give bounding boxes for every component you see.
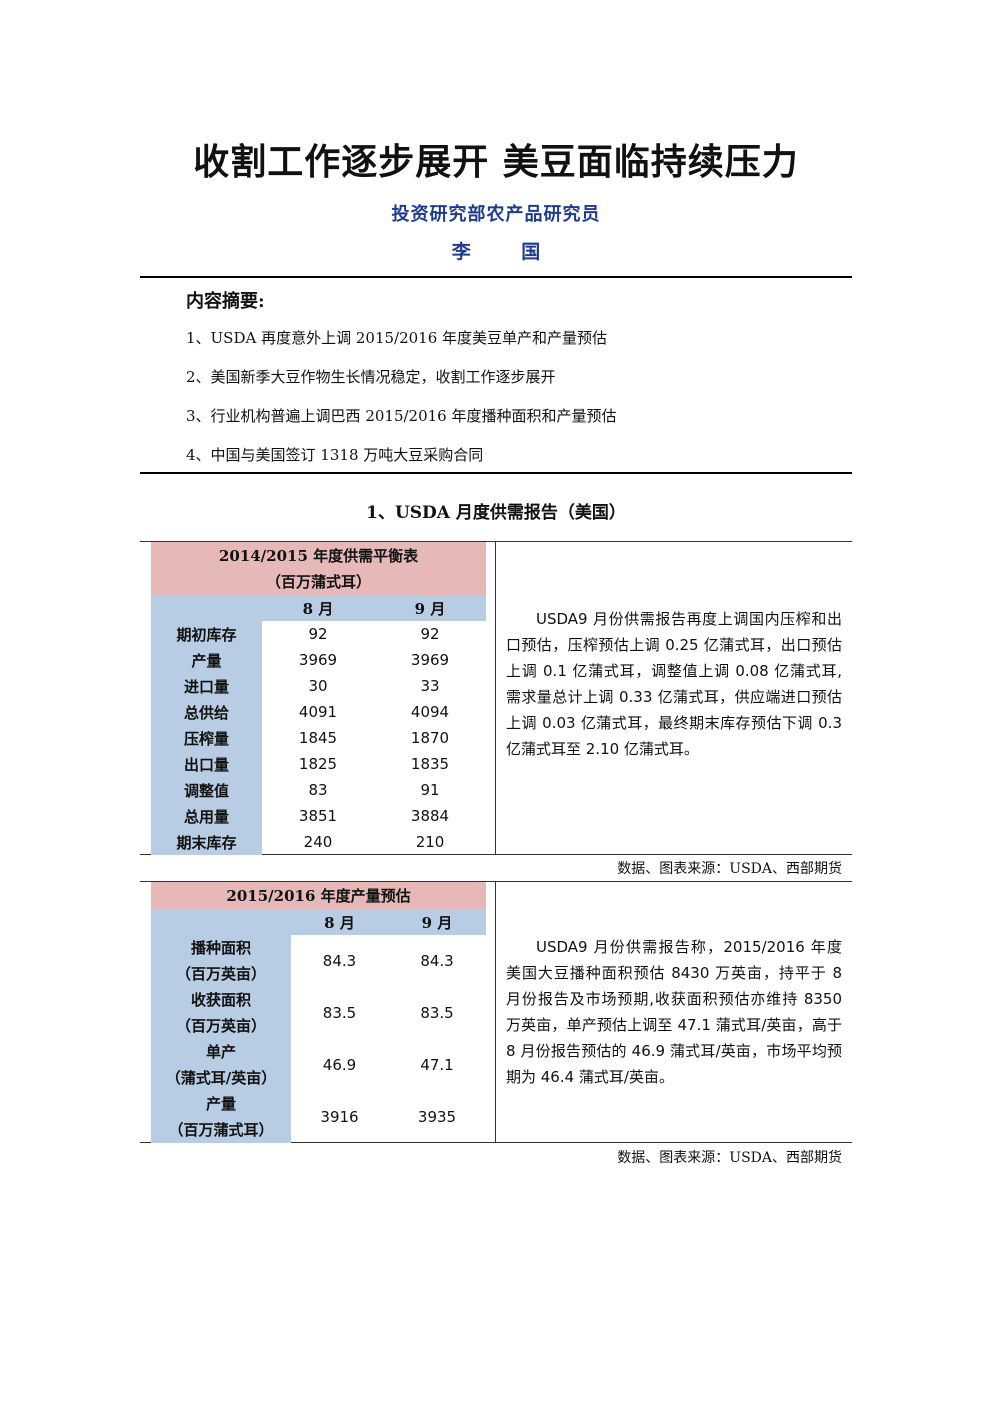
cell-aug: 46.9 <box>322 1056 357 1074</box>
abstract-heading: 内容摘要: <box>186 291 265 312</box>
abstract-item: 3、行业机构普遍上调巴西 2015/2016 年度播种面积和产量预估 <box>186 407 617 425</box>
row-label: 产量 <box>151 647 262 673</box>
table1-header-blank <box>151 595 262 621</box>
abstract-item: 4、中国与美国签订 1318 万吨大豆采购合同 <box>186 446 484 464</box>
abstract-item: 2、美国新季大豆作物生长情况稳定，收割工作逐步展开 <box>186 368 556 386</box>
production-forecast-table: 2015/2016 年度产量预估 8 月 9 月 播种面积 （百万英亩） 84.… <box>151 882 487 1143</box>
cell-sep: 1870 <box>410 729 450 747</box>
cell-aug: 240 <box>303 833 333 851</box>
cell-sep: 1835 <box>410 755 450 773</box>
row-label: 总供给 <box>151 699 262 725</box>
table-row: 调整值 83 91 <box>151 777 486 803</box>
cell-sep: 210 <box>415 833 445 851</box>
table1-title: 2014/2015 年度供需平衡表 <box>151 542 487 568</box>
table-row: 压榨量 1845 1870 <box>151 725 486 751</box>
divider-bottom <box>140 472 852 474</box>
abstract-item: 1、USDA 再度意外上调 2015/2016 年度美豆单产和产量预估 <box>186 329 608 347</box>
cell-sep: 3935 <box>417 1108 457 1126</box>
cell-sep: 33 <box>420 677 440 695</box>
table-row: 产量 （百万蒲式耳） 3916 3935 <box>151 1091 486 1143</box>
row-label: 期初库存 <box>151 621 262 647</box>
cell-sep: 47.1 <box>420 1056 454 1074</box>
table-row: 总供给 4091 4094 <box>151 699 486 725</box>
table2-col-aug: 8 月 <box>291 909 388 935</box>
table-row: 出口量 1825 1835 <box>151 751 486 777</box>
table2-header-blank <box>151 909 291 935</box>
cell-aug: 3851 <box>298 807 338 825</box>
cell-aug: 30 <box>308 677 328 695</box>
cell-aug: 84.3 <box>322 952 357 970</box>
table-row: 期末库存 240 210 <box>151 829 486 855</box>
row-label-unit: （百万英亩） <box>175 1017 266 1035</box>
divider-top <box>140 276 852 278</box>
table1-unit: （百万蒲式耳） <box>151 568 487 595</box>
table1-col-aug: 8 月 <box>262 595 374 621</box>
row-label: 播种面积 （百万英亩） <box>151 935 291 987</box>
row-label: 压榨量 <box>151 725 262 751</box>
cell-aug: 3916 <box>320 1108 359 1126</box>
row-label-unit: （百万英亩） <box>175 965 266 983</box>
table2-col-sep: 9 月 <box>388 909 487 935</box>
cell-aug: 1845 <box>298 729 338 747</box>
row-label: 产量 （百万蒲式耳） <box>151 1091 291 1143</box>
cell-sep: 84.3 <box>420 952 454 970</box>
table-row: 产量 3969 3969 <box>151 647 486 673</box>
table2-source: 数据、图表来源：USDA、西部期货 <box>617 1150 842 1166</box>
cell-aug: 4091 <box>298 703 338 721</box>
table1-separator <box>495 541 496 855</box>
table2-title: 2015/2016 年度产量预估 <box>151 882 487 909</box>
cell-aug: 83.5 <box>322 1004 357 1022</box>
row-label-unit: （蒲式耳/英亩） <box>165 1069 277 1087</box>
row-label: 调整值 <box>151 777 262 803</box>
row-label-name: 产量 <box>205 1095 236 1113</box>
supply-demand-table: 2014/2015 年度供需平衡表 （百万蒲式耳） 8 月 9 月 期初库存 9… <box>151 542 487 855</box>
row-label: 总用量 <box>151 803 262 829</box>
table1-frame <box>140 541 852 855</box>
row-label-unit: （百万蒲式耳） <box>168 1121 274 1139</box>
table1-source: 数据、图表来源：USDA、西部期货 <box>617 861 842 877</box>
table2-separator <box>495 881 496 1143</box>
cell-sep: 3884 <box>410 807 450 825</box>
row-label: 出口量 <box>151 751 262 777</box>
cell-sep: 91 <box>420 781 440 799</box>
section-title: 1、USDA 月度供需报告（美国） <box>366 503 626 523</box>
table-row: 收获面积 （百万英亩） 83.5 83.5 <box>151 987 486 1039</box>
cell-sep: 83.5 <box>420 1004 454 1022</box>
row-label: 期末库存 <box>151 829 262 855</box>
table1-col-sep: 9 月 <box>374 595 487 621</box>
row-label-name: 单产 <box>205 1043 236 1061</box>
cell-aug: 83 <box>308 781 328 799</box>
row-label-name: 播种面积 <box>190 939 251 957</box>
table-row: 进口量 30 33 <box>151 673 486 699</box>
cell-aug: 92 <box>308 625 328 643</box>
row-label-name: 收获面积 <box>190 991 251 1009</box>
table-row: 总用量 3851 3884 <box>151 803 486 829</box>
cell-sep: 4094 <box>410 703 450 721</box>
cell-sep: 92 <box>420 625 440 643</box>
table-row: 单产 （蒲式耳/英亩） 46.9 47.1 <box>151 1039 486 1091</box>
table-row: 播种面积 （百万英亩） 84.3 84.3 <box>151 935 486 987</box>
row-label: 单产 （蒲式耳/英亩） <box>151 1039 291 1091</box>
author-department: 投资研究部农产品研究员 <box>391 204 601 225</box>
cell-sep: 3969 <box>410 651 450 669</box>
table-row: 期初库存 92 92 <box>151 621 486 647</box>
cell-aug: 1825 <box>298 755 338 773</box>
cell-aug: 3969 <box>298 651 338 669</box>
row-label: 进口量 <box>151 673 262 699</box>
page-title: 收割工作逐步展开 美豆面临持续压力 <box>193 142 799 183</box>
table2-frame <box>140 881 852 1143</box>
table2-description: USDA9 月份供需报告称，2015/2016 年度美国大豆播种面积预估 843… <box>506 938 842 1086</box>
author-name: 李 国 <box>451 241 563 263</box>
row-label: 收获面积 （百万英亩） <box>151 987 291 1039</box>
table1-description: USDA9 月份供需报告再度上调国内压榨和出口预估，压榨预估上调 0.25 亿蒲… <box>506 610 842 758</box>
